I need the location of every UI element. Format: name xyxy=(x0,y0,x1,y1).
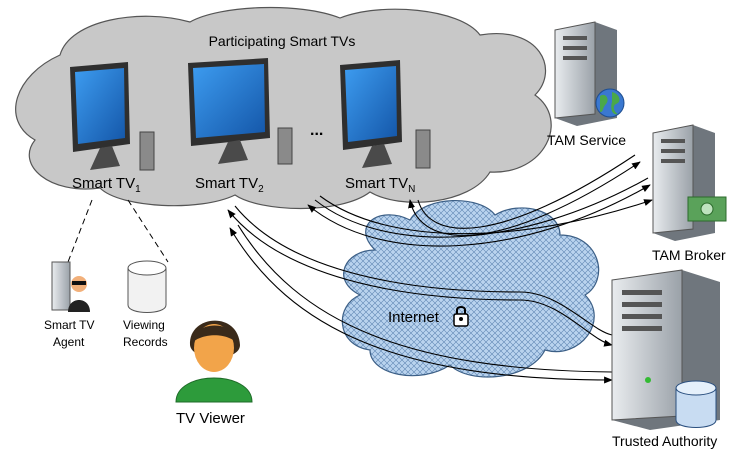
smart-tv-2-label: Smart TV2 xyxy=(195,175,264,195)
money-icon xyxy=(687,196,727,222)
database-icon xyxy=(675,380,717,428)
trusted-authority-label: Trusted Authority xyxy=(612,433,717,449)
connection-arrows xyxy=(227,154,653,384)
internet-label: Internet xyxy=(388,309,440,326)
smart-tv-agent-icon xyxy=(51,261,90,312)
cloud-title: Participating Smart TVs xyxy=(209,33,356,49)
smart-tv-2-monitor-icon xyxy=(188,58,293,165)
smart-tv-n-monitor-icon xyxy=(340,60,431,169)
tam-broker-label: TAM Broker xyxy=(652,247,726,263)
records-label-line2: Records xyxy=(123,335,168,349)
agent-label-line1: Smart TV xyxy=(44,318,94,332)
tv-viewer-person-icon xyxy=(175,320,253,403)
tam-broker-server-icon xyxy=(652,124,715,241)
tam-service-label: TAM Service xyxy=(547,132,626,148)
viewing-records-database-icon xyxy=(127,260,167,313)
globe-icon xyxy=(595,88,625,118)
agent-dashed-link xyxy=(67,199,93,263)
records-label-line1: Viewing xyxy=(123,318,165,332)
records-dashed-link xyxy=(127,199,169,263)
internet-cloud xyxy=(341,199,600,378)
tv-viewer-label: TV Viewer xyxy=(176,410,245,427)
smart-tv-1-label: Smart TV1 xyxy=(72,175,141,195)
tv-ellipsis: ... xyxy=(310,122,323,139)
agent-label-line2: Agent xyxy=(53,335,85,349)
smart-tv-1-monitor-icon xyxy=(70,62,155,171)
